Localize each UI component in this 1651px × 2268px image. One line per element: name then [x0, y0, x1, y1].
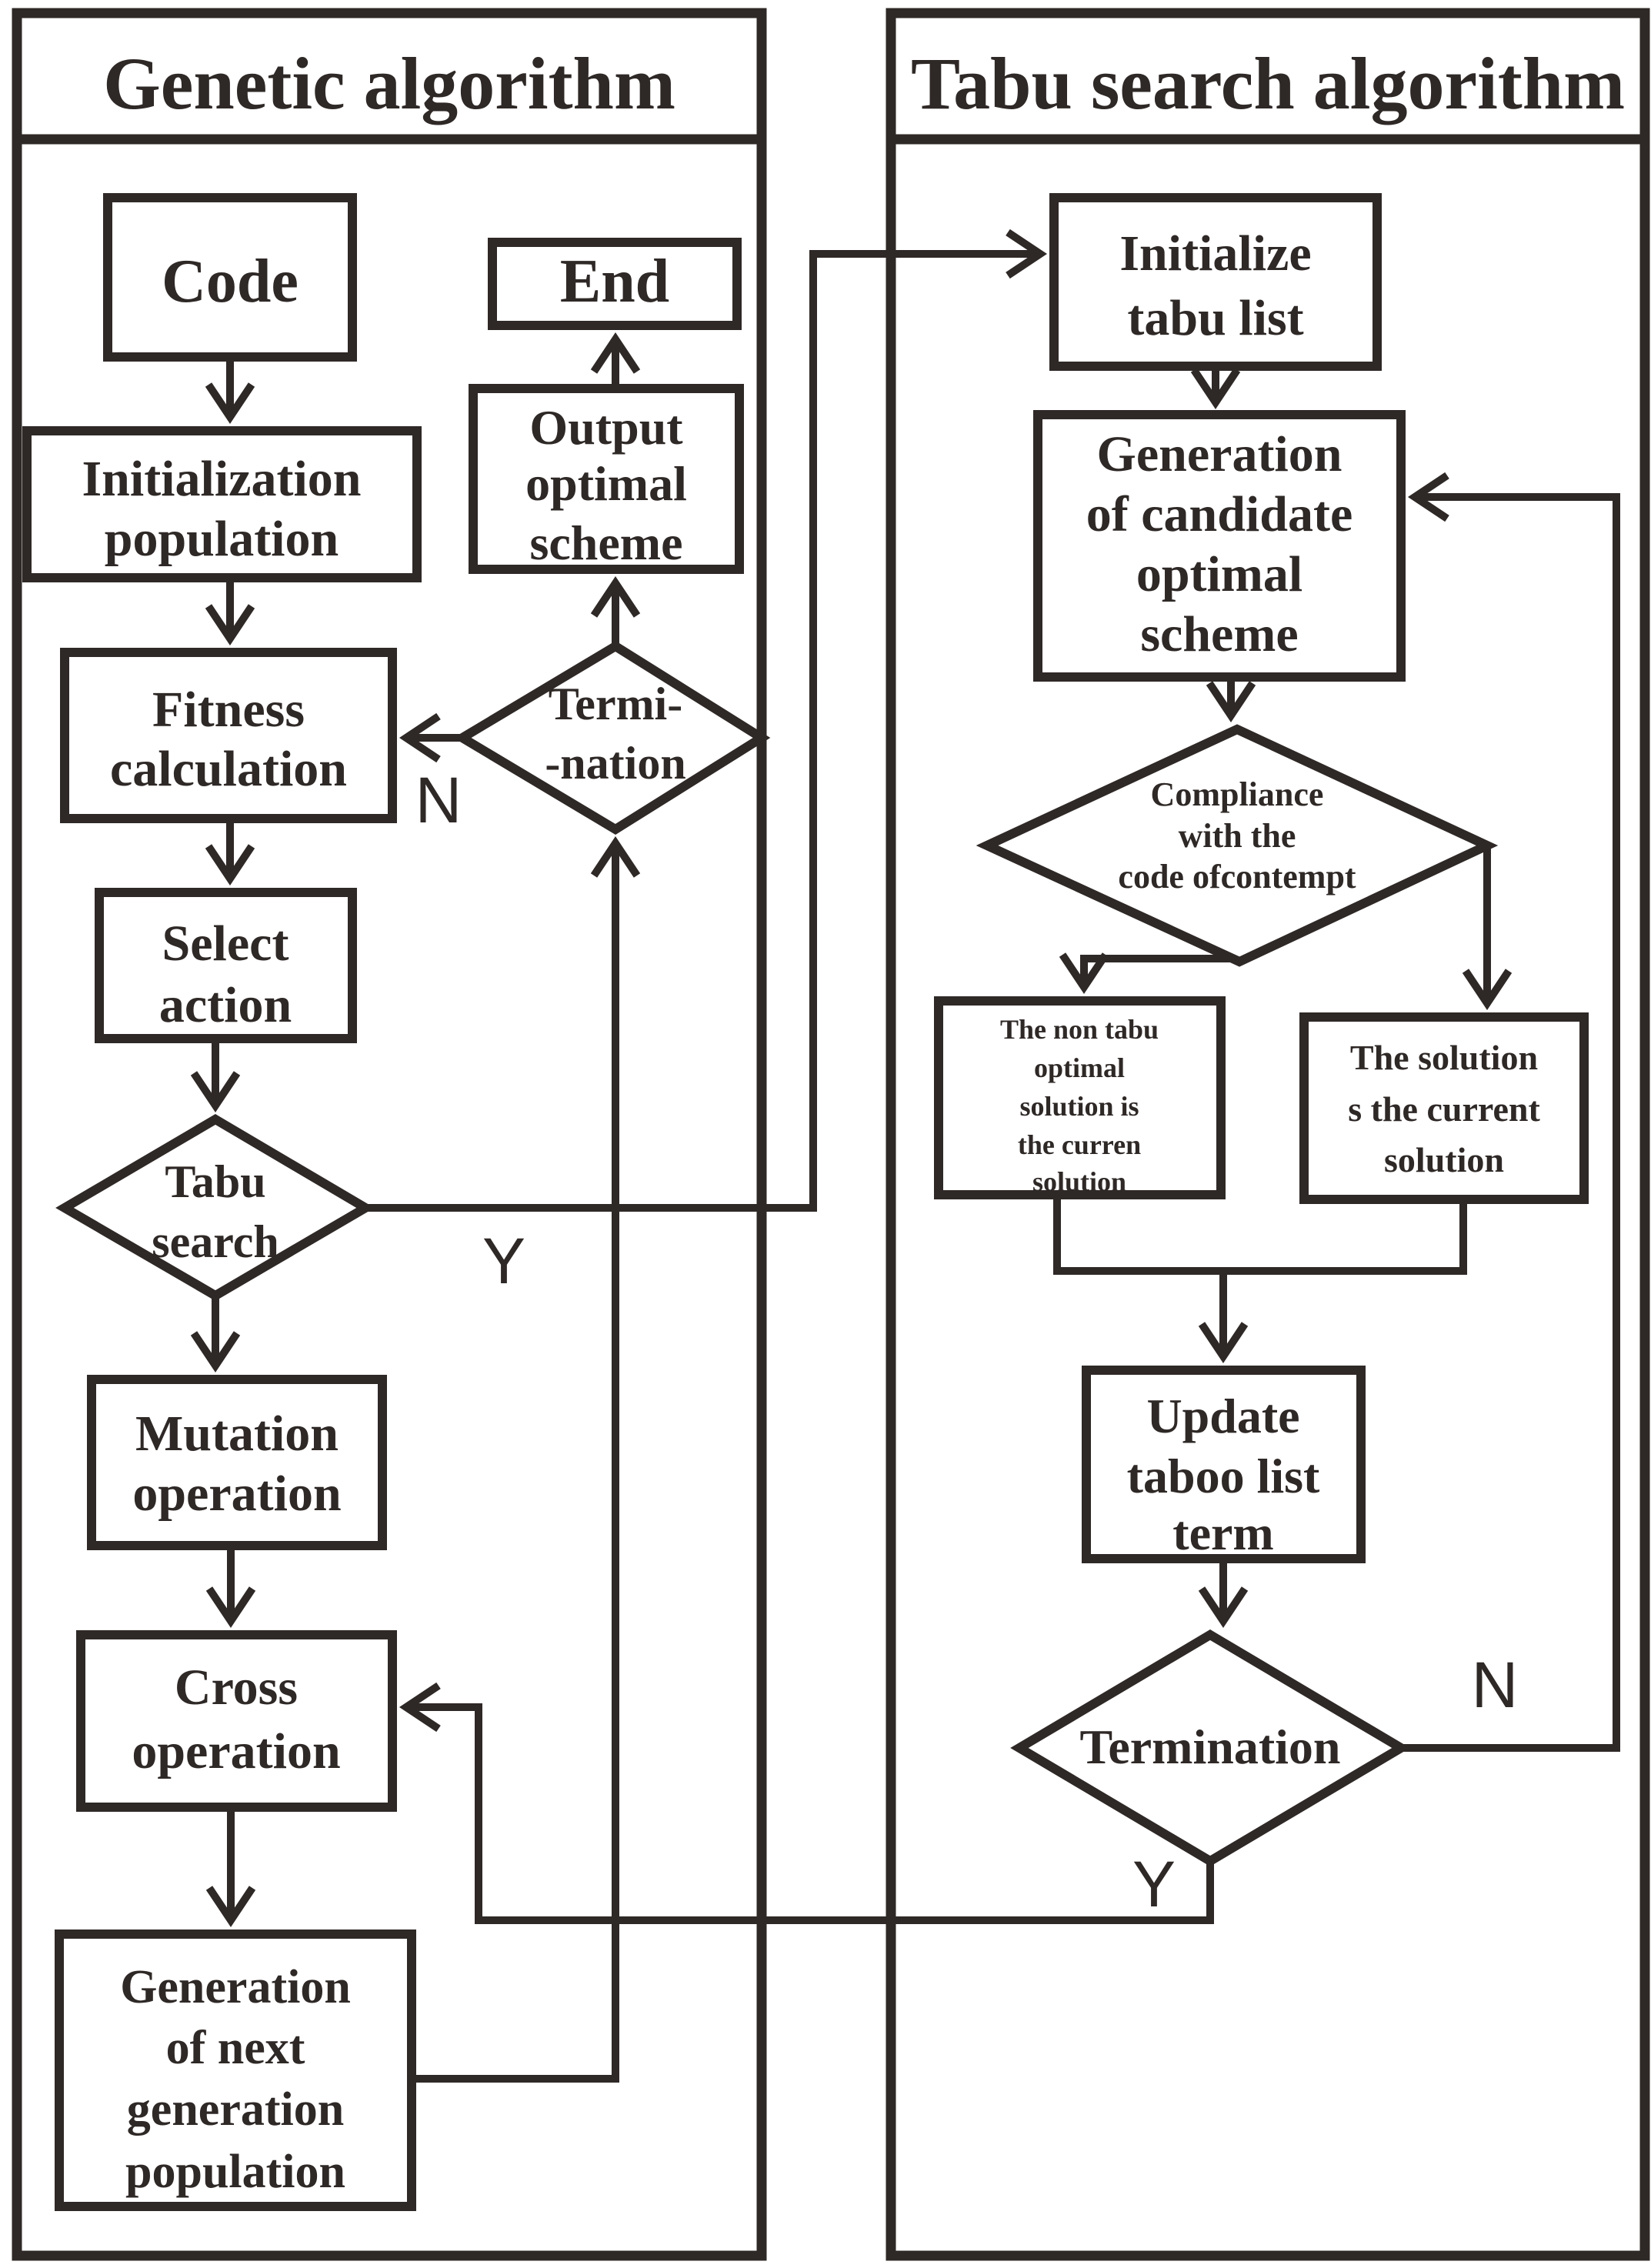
node-candidate-label-3: scheme — [1140, 606, 1298, 662]
node-code-label: Code — [162, 248, 299, 315]
decision-compliance-contempt — [976, 724, 1499, 967]
node-current-solution-label-2: solution — [1384, 1140, 1504, 1179]
decision-termination-left-label-0: Termi- — [549, 679, 682, 729]
arrow-termination-y-to-cross — [399, 1682, 1214, 1924]
node-cross-operation — [76, 1630, 397, 1812]
node-current-solution-label-1: s the current — [1348, 1089, 1540, 1129]
node-candidate-label-0: Generation — [1097, 426, 1342, 482]
node-initialize-label-1: tabu list — [1127, 290, 1303, 346]
label-n-left: N — [415, 764, 462, 836]
node-current-solution-label-0: The solution — [1350, 1038, 1538, 1077]
node-update-label-0: Update — [1146, 1389, 1299, 1443]
node-generation-candidate-scheme — [1033, 410, 1406, 682]
node-next-generation-label-1: of next — [166, 2022, 305, 2074]
node-select-label-0: Select — [162, 916, 289, 972]
node-cross-label-0: Cross — [175, 1659, 298, 1716]
node-non-tabu-solution — [934, 996, 1226, 1199]
node-non-tabu-label-4: solution — [1032, 1166, 1126, 1197]
node-generation-next-population — [55, 1929, 416, 2211]
panel-tabu-search-algorithm — [886, 8, 1650, 2261]
node-current-solution — [1299, 1012, 1589, 1204]
decision-compliance-label-1: with the — [1179, 817, 1296, 855]
decision-tabu-search-label-0: Tabu — [165, 1156, 265, 1207]
node-output-label-0: Output — [529, 400, 683, 455]
arrow-tabu-search-y-to-initialize-tabu-list — [365, 228, 1048, 1212]
node-non-tabu-label-1: optimal — [1034, 1052, 1125, 1083]
node-candidate-label-2: optimal — [1136, 546, 1302, 602]
node-next-generation-label-3: population — [125, 2146, 345, 2198]
node-cross-label-1: operation — [132, 1723, 340, 1779]
arrow-termination-n-to-candidate — [1401, 472, 1620, 1752]
node-candidate-label-1: of candidate — [1086, 486, 1353, 542]
node-non-tabu-label-0: The non tabu — [1000, 1014, 1159, 1045]
node-initialization-label-1: population — [105, 511, 339, 567]
node-fitness-label-0: Fitness — [152, 682, 305, 738]
node-end — [488, 238, 742, 330]
node-fitness-calculation — [60, 648, 397, 823]
node-non-tabu-label-3: the curren — [1018, 1129, 1141, 1160]
node-next-generation-label-0: Generation — [120, 1961, 351, 2013]
decision-termination-right-label: Termination — [1080, 1719, 1341, 1774]
panel-genetic-algorithm — [12, 8, 767, 2261]
node-next-generation-label-2: generation — [127, 2083, 344, 2136]
decision-tabu-search — [55, 1114, 375, 1301]
decision-compliance-label-0: Compliance — [1151, 775, 1324, 813]
line-current-solution-merge — [1223, 1199, 1467, 1275]
decision-termination-left — [453, 640, 771, 835]
node-output-optimal-scheme — [469, 384, 744, 574]
node-mutation-label-1: operation — [132, 1466, 341, 1522]
node-code — [103, 193, 357, 362]
label-y-left: Y — [482, 1225, 525, 1297]
node-fitness-label-1: calculation — [110, 741, 347, 797]
decision-termination-right — [1010, 1629, 1410, 1866]
node-mutation-label-0: Mutation — [135, 1406, 339, 1462]
decision-tabu-search-label-1: search — [152, 1216, 279, 1267]
node-update-label-1: taboo list — [1127, 1449, 1320, 1503]
label-y-right: Y — [1132, 1848, 1176, 1920]
node-update-taboo-list — [1082, 1366, 1366, 1563]
label-n-right: N — [1472, 1649, 1519, 1721]
node-initialize-label-0: Initialize — [1119, 225, 1311, 282]
panel-title-genetic: Genetic algorithm — [103, 42, 675, 125]
node-output-label-1: optimal — [525, 456, 687, 511]
node-mutation-operation — [87, 1375, 387, 1550]
node-initialization-population — [22, 426, 422, 582]
node-output-label-2: scheme — [529, 515, 682, 570]
decision-compliance-label-2: code ofcontempt — [1118, 858, 1356, 896]
panel-title-tabu: Tabu search algorithm — [911, 42, 1625, 125]
node-select-action — [95, 888, 357, 1043]
node-initialize-tabu-list — [1049, 193, 1382, 371]
arrow-compliance-to-non-tabu-solution — [1059, 952, 1239, 995]
node-initialization-label-0: Initialization — [82, 451, 361, 507]
node-update-label-2: term — [1172, 1506, 1273, 1560]
arrow-next-generation-to-termination — [412, 835, 641, 2083]
node-non-tabu-label-2: solution is — [1019, 1091, 1139, 1122]
node-select-label-1: action — [159, 977, 292, 1033]
line-non-tabu-merge — [1053, 1195, 1223, 1275]
node-end-label: End — [560, 248, 669, 315]
decision-termination-left-label-1: -nation — [545, 738, 685, 789]
